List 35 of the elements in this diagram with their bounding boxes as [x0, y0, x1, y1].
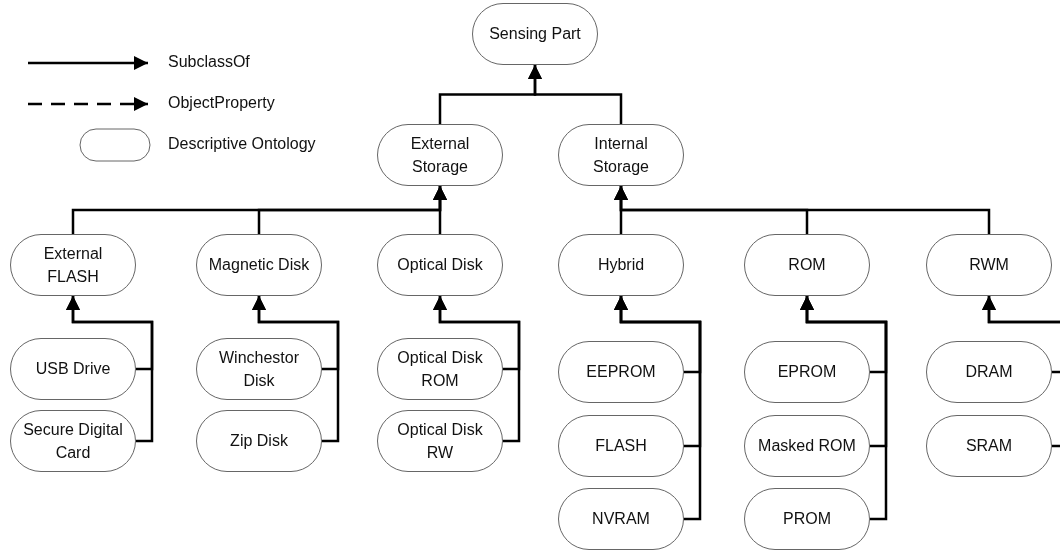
class-name: USB Drive — [34, 359, 112, 380]
class-name: External Storage — [409, 133, 471, 177]
class-name: Hybrid — [596, 255, 646, 276]
class-name: Winchestor Disk — [218, 347, 300, 391]
class-name: Optical Disk RW — [396, 419, 484, 463]
legend-label: SubclassOf — [168, 53, 250, 71]
arrow — [800, 296, 888, 521]
class-name: ROM — [787, 255, 827, 276]
class-name: EEPROM — [585, 362, 657, 383]
arrow — [252, 296, 340, 443]
class-name: PROM — [782, 509, 832, 530]
arrow — [614, 186, 991, 234]
class-name: Masked ROM — [757, 436, 857, 457]
arrow — [982, 296, 1060, 448]
class-name: FLASH — [594, 436, 648, 457]
class-name: EPROM — [776, 362, 838, 383]
arrow — [433, 186, 447, 234]
class-name: Sensing Part — [488, 24, 582, 45]
legend-label: ObjectProperty — [168, 94, 275, 112]
arrow — [614, 296, 702, 521]
class-name: SRAM — [964, 436, 1014, 457]
class-name: External FLASH — [42, 243, 104, 287]
class-name: DRAM — [964, 362, 1014, 383]
class-name: NVRAM — [591, 509, 651, 530]
class-name: Secure Digital Card — [22, 419, 124, 463]
arrow — [66, 296, 154, 443]
class-name: Magnetic Disk — [207, 255, 311, 276]
class-name: Zip Disk — [229, 431, 289, 452]
class-name: Internal Storage — [591, 133, 650, 177]
class-name: RWM — [968, 255, 1010, 276]
legend-label: Descriptive Ontology — [168, 135, 316, 153]
arrow — [433, 296, 521, 443]
class-name: Optical Disk ROM — [396, 347, 484, 391]
class-name: Optical Disk — [396, 255, 484, 276]
arrow — [528, 65, 623, 124]
